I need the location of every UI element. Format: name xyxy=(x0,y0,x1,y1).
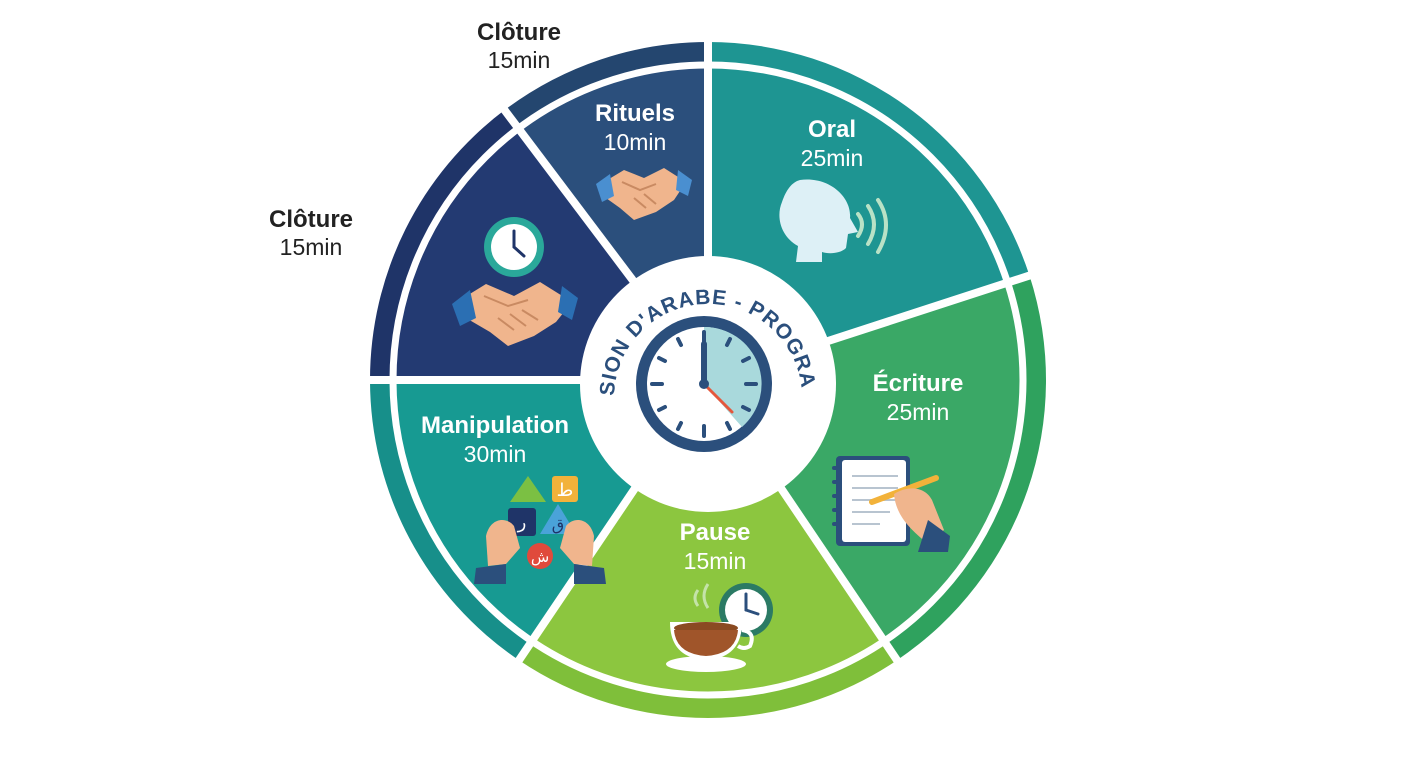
hands-shapes-icon: ط ر ق ش xyxy=(474,476,606,584)
arabic-letter-shin: ش xyxy=(531,548,549,566)
ring-band-pause xyxy=(518,643,898,719)
segment-oral: Oral 25min xyxy=(779,116,888,262)
center-clock-icon xyxy=(636,316,772,452)
wedge-pause xyxy=(533,380,883,693)
outer-label-top: Clôture 15min xyxy=(477,19,561,73)
notebook-writing-icon xyxy=(832,456,950,552)
clock-handshake-icon xyxy=(452,217,578,346)
outer-label-left: Clôture 15min xyxy=(269,206,353,260)
manipulation-duration: 30min xyxy=(464,441,527,467)
separator-line xyxy=(500,106,639,287)
outer-cloture-title-left: Clôture xyxy=(269,206,353,233)
pause-duration: 15min xyxy=(684,548,747,574)
separator-lines xyxy=(368,40,1033,665)
oral-duration: 25min xyxy=(801,145,864,171)
segment-rituels: Rituels 10min xyxy=(595,100,692,220)
outer-cloture-duration-left: 15min xyxy=(280,234,343,260)
rituels-title: Rituels xyxy=(595,100,675,127)
manipulation-title: Manipulation xyxy=(421,412,569,439)
ring-band-cloture xyxy=(370,110,517,381)
segment-ecriture: Écriture 25min xyxy=(832,369,963,552)
segment-pause: Pause 15min xyxy=(666,519,773,672)
segment-manipulation: Manipulation 30min ط ر ق ش xyxy=(421,412,606,584)
outer-cloture-duration-top: 15min xyxy=(488,47,551,73)
outer-cloture-title-top: Clôture xyxy=(477,19,561,46)
separator-line xyxy=(820,271,1033,347)
ring-band-oral xyxy=(708,42,1030,282)
handshake-icon xyxy=(596,168,692,220)
arabic-letter-ta: ط xyxy=(557,480,574,501)
rituels-duration: 10min xyxy=(604,129,667,155)
separator-line xyxy=(771,477,902,665)
ecriture-title: Écriture xyxy=(873,369,964,397)
arabic-letter-ra: ر xyxy=(517,512,527,533)
pause-title: Pause xyxy=(680,519,751,546)
speaking-head-icon xyxy=(779,179,888,262)
arabic-letter-qaf: ق xyxy=(552,515,564,534)
ring-band-rituels xyxy=(504,42,708,127)
ecriture-duration: 25min xyxy=(887,399,950,425)
segment-cloture xyxy=(452,217,578,346)
oral-title: Oral xyxy=(808,116,856,143)
tea-cup-clock-icon xyxy=(666,583,773,672)
